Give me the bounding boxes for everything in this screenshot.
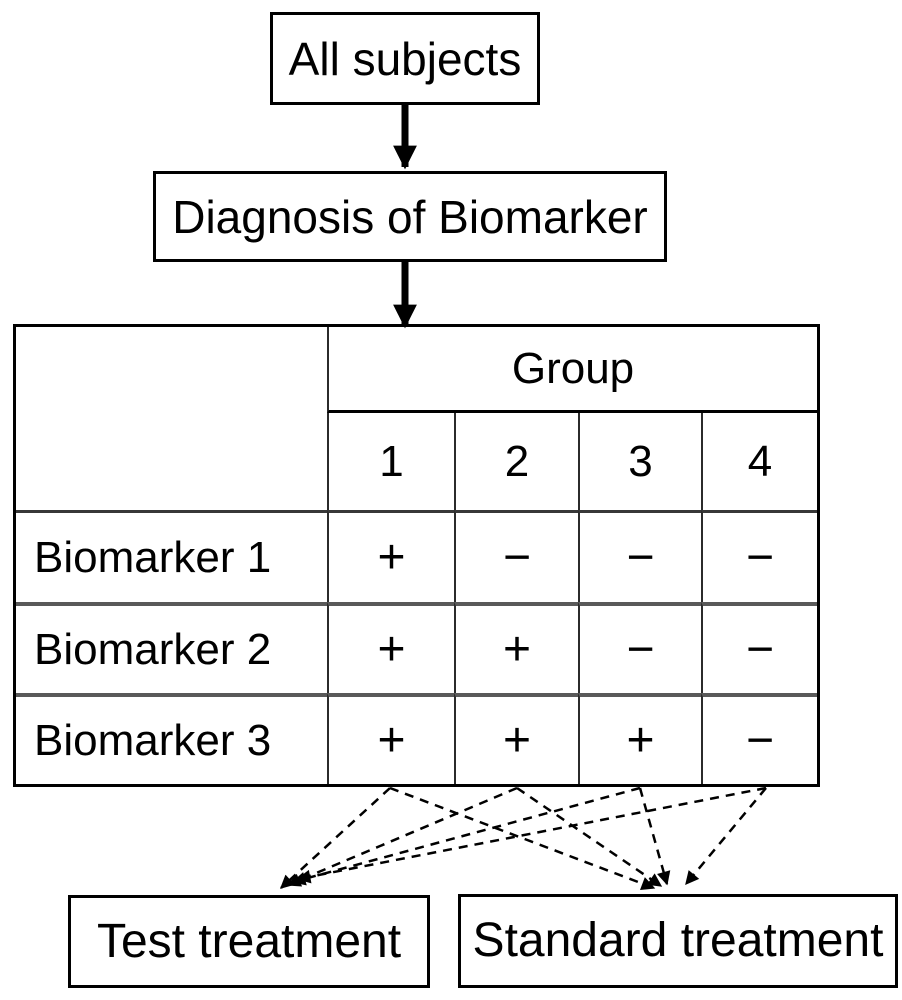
dashed-arrow-group1-to-test-treatment	[279, 787, 391, 889]
group-number-cell-3: 3	[578, 413, 701, 510]
dashed-arrow-group3-to-test-treatment	[291, 786, 641, 886]
biomarker-1-group-4-value: −	[701, 510, 817, 602]
test-treatment-box: Test treatment	[68, 895, 430, 988]
biomarker-3-group-3-value: +	[578, 693, 701, 784]
diagnosis-of-biomarker-label: Diagnosis of Biomarker	[172, 190, 648, 243]
group-number-cell-4: 4	[701, 413, 817, 510]
dashed-arrow-group1-to-standard-treatment	[389, 786, 656, 891]
biomarker-3-row-label: Biomarker 3	[16, 693, 327, 784]
dashed-arrow-group4-to-standard-treatment	[685, 787, 767, 886]
diagnosis-of-biomarker-box: Diagnosis of Biomarker	[153, 171, 667, 262]
biomarker-group-table: Group 1 2 3 4 Biomarker 1 + − − − Biomar…	[13, 324, 820, 787]
group-number-cell-2: 2	[454, 413, 578, 510]
dashed-arrow-group2-to-test-treatment	[286, 786, 518, 887]
biomarker-1-row-label: Biomarker 1	[16, 510, 327, 602]
biomarker-1-group-3-value: −	[578, 510, 701, 602]
biomarker-2-group-3-value: −	[578, 602, 701, 693]
biomarker-2-group-2-value: +	[454, 602, 578, 693]
biomarker-2-group-1-value: +	[327, 602, 454, 693]
standard-treatment-label: Standard treatment	[472, 914, 884, 967]
dashed-arrow-group3-to-standard-treatment	[638, 787, 671, 886]
biomarker-1-group-1-value: +	[327, 510, 454, 602]
group-number-cell-1: 1	[327, 413, 454, 510]
biomarker-3-group-2-value: +	[454, 693, 578, 784]
table-corner-empty-cell	[16, 327, 327, 510]
dashed-arrow-group2-to-standard-treatment	[516, 786, 663, 888]
biomarker-3-group-1-value: +	[327, 693, 454, 784]
biomarker-2-group-4-value: −	[701, 602, 817, 693]
test-treatment-label: Test treatment	[96, 914, 402, 968]
biomarker-3-group-4-value: −	[701, 693, 817, 784]
all-subjects-box: All subjects	[270, 12, 540, 105]
biomarker-2-row-label: Biomarker 2	[16, 602, 327, 693]
biomarker-1-group-2-value: −	[454, 510, 578, 602]
group-header-cell: Group	[327, 327, 817, 413]
standard-treatment-box: Standard treatment	[458, 894, 898, 988]
all-subjects-label: All subjects	[288, 32, 522, 85]
dashed-arrow-group4-to-test-treatment	[296, 786, 767, 884]
